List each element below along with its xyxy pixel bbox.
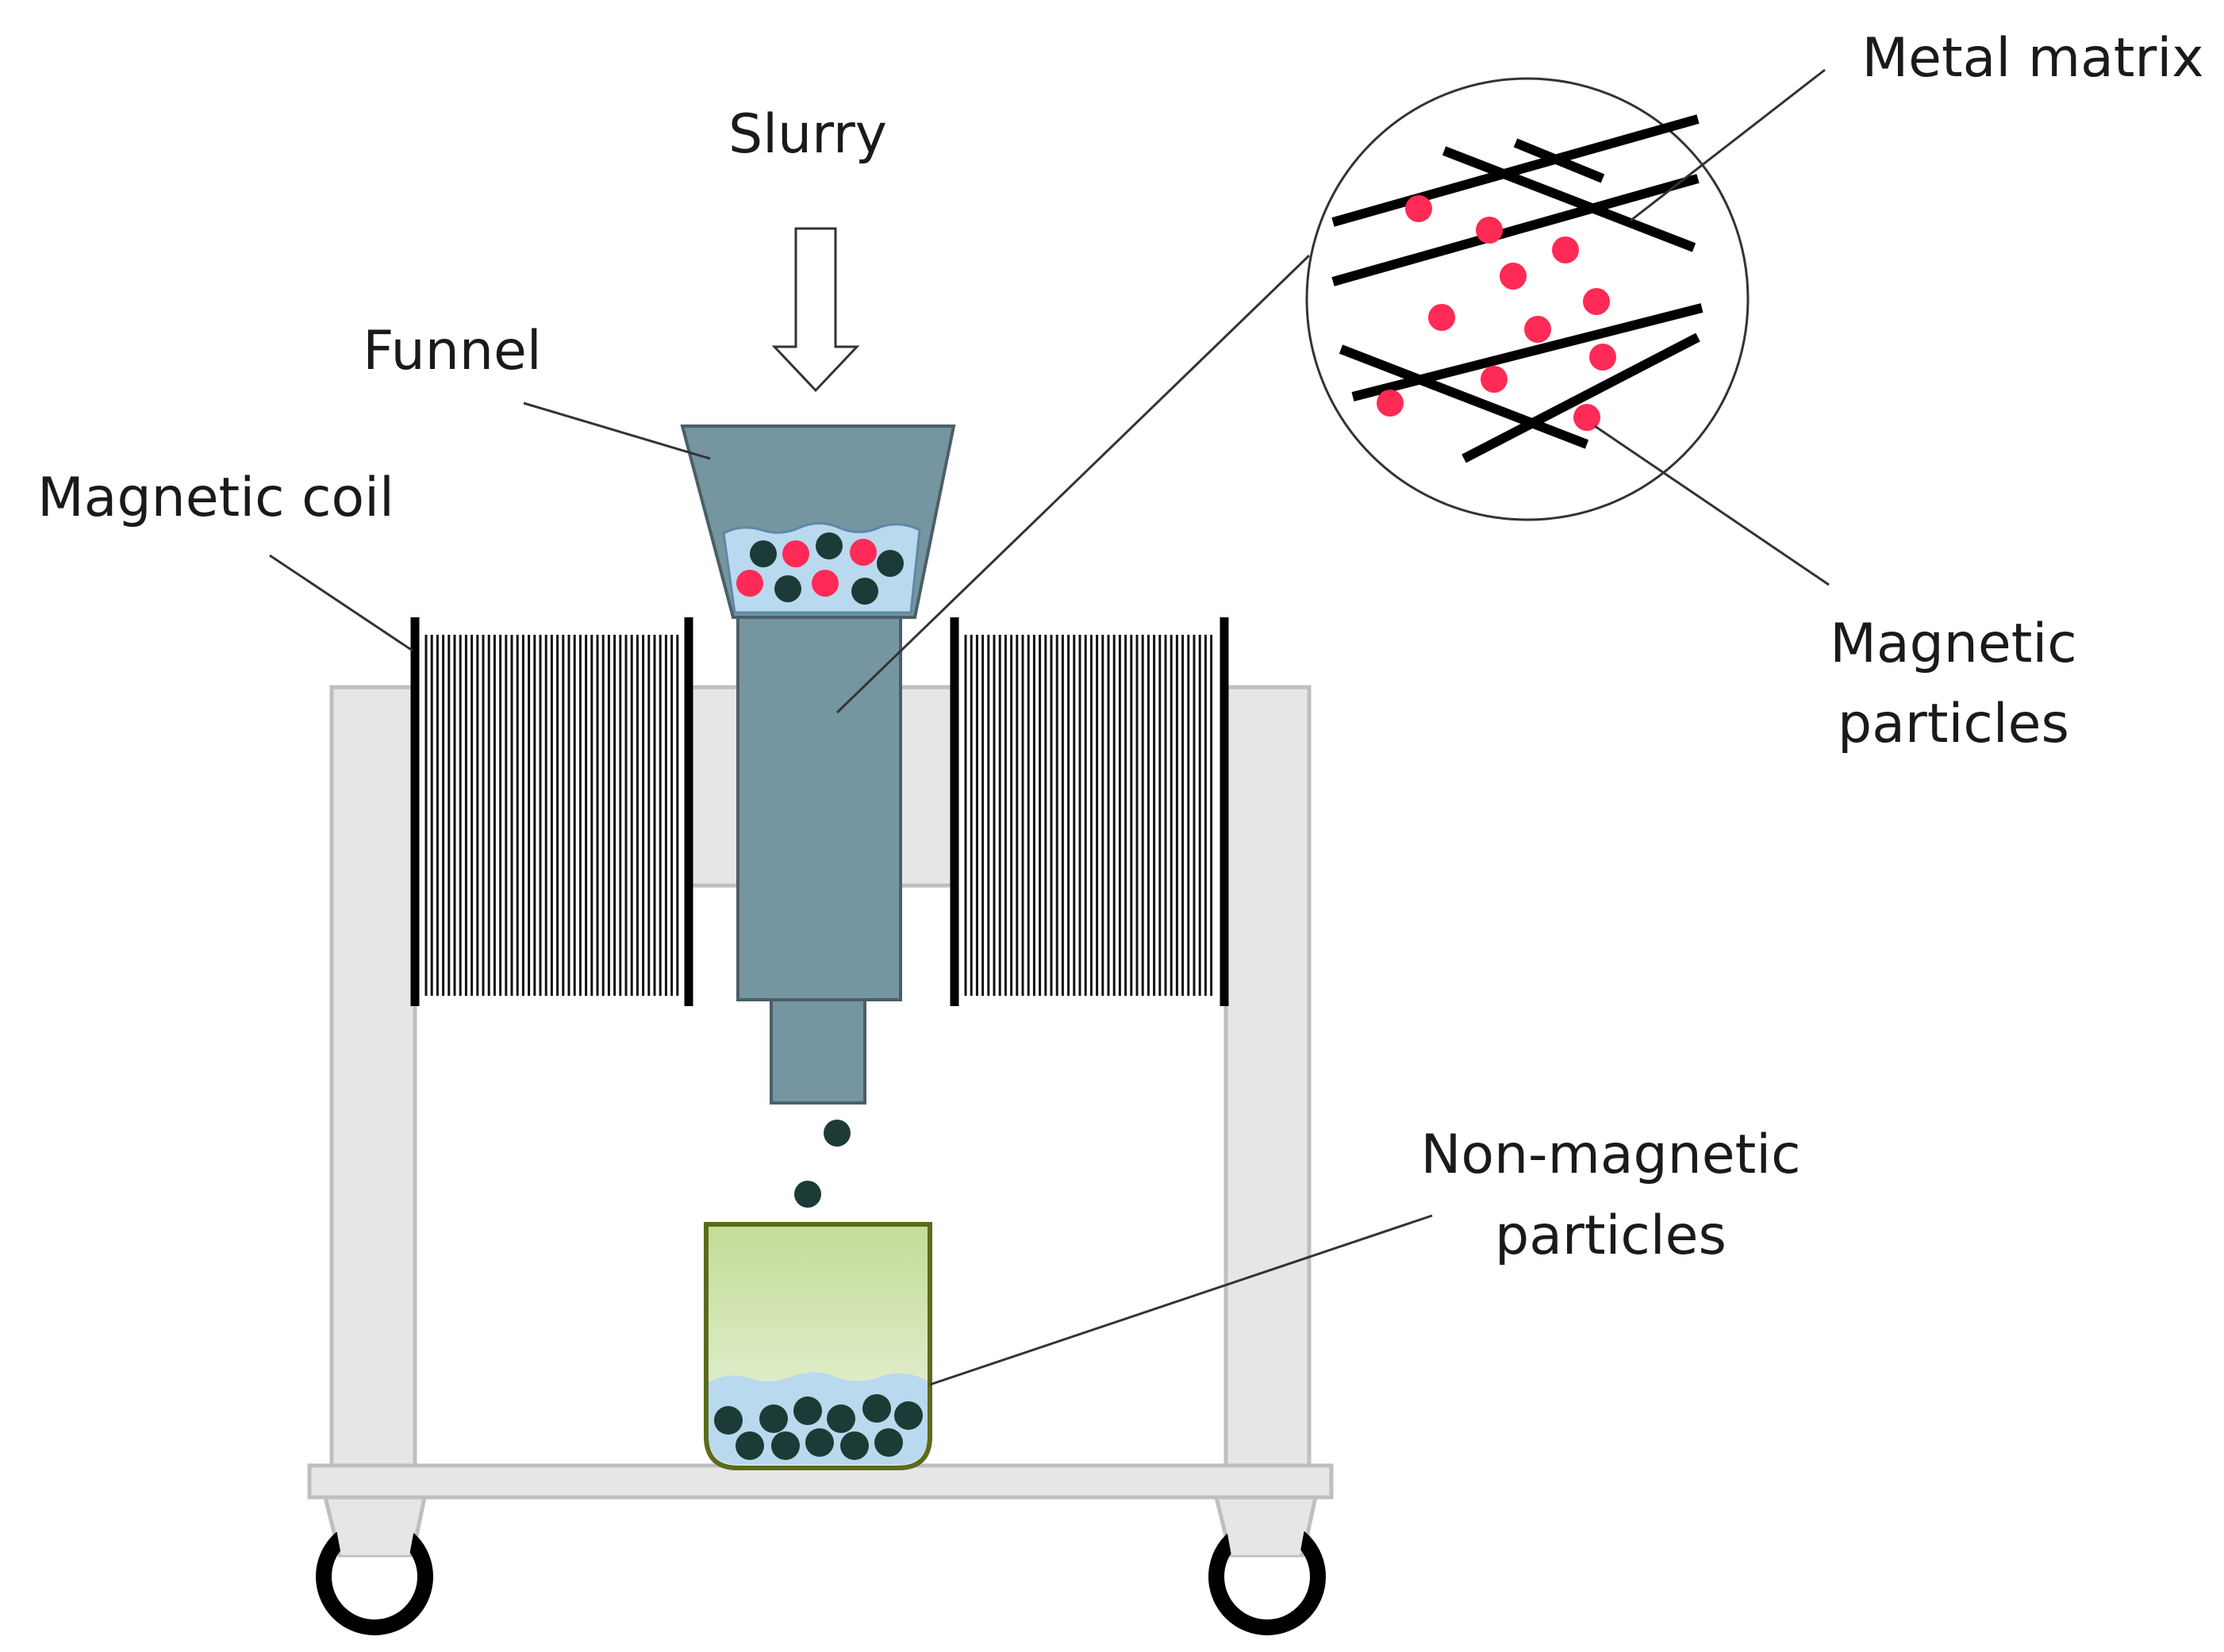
- funnel-leader-line: [523, 401, 711, 460]
- magnetic-particle: [736, 570, 763, 597]
- matrix-wire: [1462, 332, 1700, 463]
- magnetic-particle: [1481, 366, 1508, 393]
- inset-circle: [1305, 77, 1750, 521]
- non-magnetic-particle: [862, 1394, 891, 1423]
- magnetic-coil-label: Magnetic coil: [37, 467, 394, 529]
- magnetic-particles-label-line1: Magnetic: [1830, 613, 2076, 675]
- non-magnetic-leader-line: [929, 1214, 1433, 1386]
- magnetic-particle: [1573, 404, 1600, 431]
- non-magnetic-particle: [874, 1428, 903, 1457]
- magnetic-particle: [1500, 263, 1527, 290]
- funnel-label: Funnel: [363, 320, 541, 382]
- metal-matrix-inset: [1305, 77, 1750, 521]
- magnetic-particle: [1583, 288, 1610, 315]
- non-magnetic-label-line2: particles: [1495, 1204, 1727, 1267]
- magnetic-coil-right: [950, 617, 1229, 1006]
- non-magnetic-particle: [793, 1397, 822, 1425]
- magnetic-particle: [1476, 217, 1503, 244]
- magnetic-particle: [1377, 390, 1404, 417]
- non-magnetic-particle: [736, 1431, 764, 1460]
- non-magnetic-particle: [805, 1428, 834, 1457]
- magnetic-particle: [850, 539, 877, 566]
- magnetic-particle: [1428, 304, 1455, 331]
- magnetic-particle: [782, 540, 809, 567]
- separation-column: [736, 616, 902, 1001]
- magnetic-particle: [1405, 195, 1432, 222]
- funnel-particles: [736, 532, 904, 605]
- zoom-leader-line: [835, 254, 1311, 714]
- magnetic-particle: [1524, 316, 1551, 343]
- matrix-wire: [1513, 138, 1605, 183]
- non-magnetic-particle: [894, 1401, 923, 1430]
- frame-right-leg: [1223, 685, 1312, 1483]
- non-magnetic-particle: [827, 1404, 855, 1433]
- magnetic-particles-leader-line: [1594, 425, 1830, 586]
- matrix-wire: [1339, 344, 1589, 449]
- trapped-magnetic-particles: [1377, 195, 1616, 431]
- non-magnetic-particle: [816, 532, 843, 559]
- slurry-label: Slurry: [728, 103, 887, 166]
- non-magnetic-particle: [759, 1404, 788, 1433]
- matrix-wire: [1442, 146, 1696, 252]
- magnetic-particle: [812, 570, 839, 597]
- metal-matrix-wires: [1331, 114, 1704, 463]
- frame-left-leg: [329, 685, 417, 1483]
- magnetic-particle: [1589, 344, 1616, 371]
- magnetic-particles-label-line2: particles: [1838, 693, 2069, 755]
- column-outlet: [770, 998, 866, 1105]
- non-magnetic-particle: [714, 1406, 743, 1435]
- non-magnetic-particle: [794, 1181, 821, 1208]
- magnetic-particle: [1552, 236, 1579, 263]
- metal-matrix-label: Metal matrix: [1861, 27, 2203, 90]
- leader-lines: [269, 68, 1830, 1386]
- beaker-outline: [704, 1222, 932, 1470]
- non-magnetic-particle: [774, 575, 801, 602]
- non-magnetic-particle: [851, 578, 878, 605]
- metal-matrix-leader-line: [1630, 68, 1826, 222]
- matrix-wire: [1331, 114, 1700, 227]
- non-magnetic-particle: [824, 1120, 851, 1147]
- magnetic-coil-left: [410, 617, 693, 1006]
- non-magnetic-particle: [840, 1431, 869, 1460]
- non-magnetic-label-line1: Non-magnetic: [1420, 1124, 1800, 1186]
- non-magnetic-particle: [771, 1431, 800, 1460]
- matrix-wire: [1331, 174, 1700, 286]
- left-caster-mount-front: [332, 1504, 419, 1555]
- right-caster-mount-front: [1222, 1504, 1309, 1555]
- matrix-wire: [1351, 303, 1704, 401]
- slurry-inflow-arrow-icon: [771, 227, 860, 393]
- non-magnetic-particle: [750, 540, 777, 567]
- collection-beaker: [704, 1222, 932, 1470]
- frame-base-shelf: [307, 1463, 1334, 1500]
- magnetic-coil-leader-line: [269, 554, 413, 652]
- non-magnetic-particle: [877, 550, 904, 577]
